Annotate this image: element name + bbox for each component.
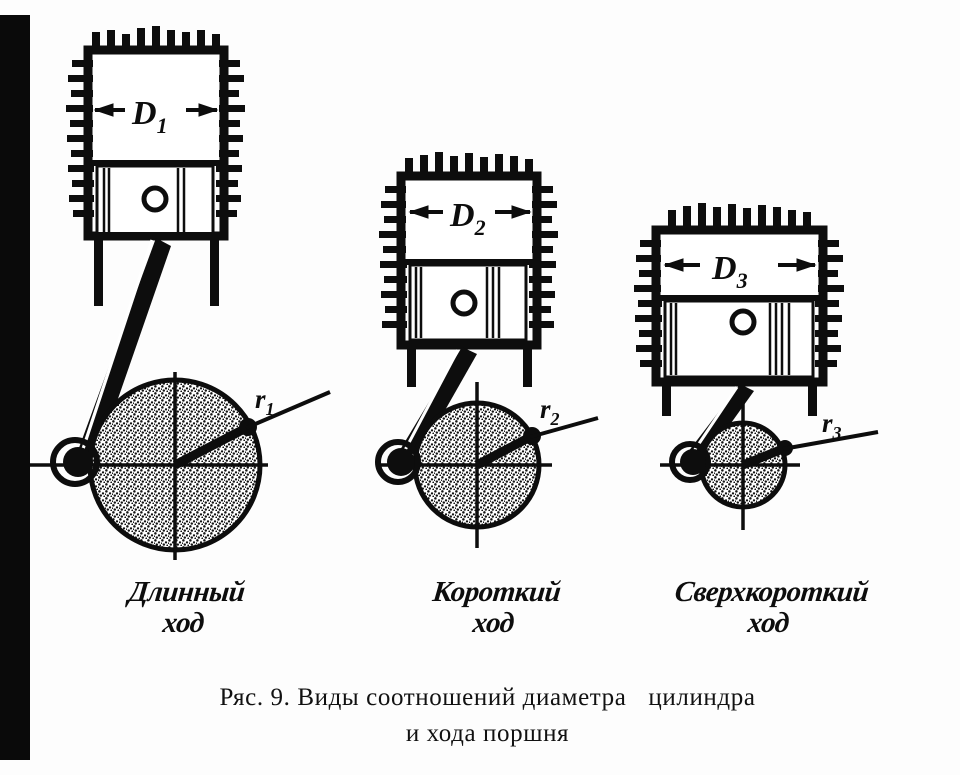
cylinder-head-top-fins-3 [668, 203, 811, 234]
cylinder-skirt-right-2 [523, 347, 532, 387]
cylinder-skirt-left-2 [407, 347, 416, 387]
connecting-rod-3 [688, 384, 754, 458]
assembly-caption-short-stroke: Короткий ход [367, 576, 623, 639]
crank-throw-1 [172, 423, 251, 469]
bore-dimension-2 [408, 205, 532, 219]
assembly-caption-long-stroke: Длинный ход [57, 576, 313, 639]
piston-rings-3 [669, 303, 791, 375]
radius-leader-2 [529, 416, 599, 439]
big-end-bearing-outer-2 [375, 439, 421, 485]
big-end-bearing-outer-1 [50, 437, 100, 487]
connecting-rod-1 [76, 238, 171, 462]
radius-label-3: r3 [822, 408, 842, 443]
assembly-caption-line1: Длинный [127, 576, 247, 608]
radius-leader-3 [782, 430, 879, 451]
connecting-rod-highlight-1 [78, 239, 154, 459]
assembly-caption-line2: ход [746, 606, 791, 639]
piston-rings-1 [102, 168, 186, 232]
assembly-caption-line2: ход [161, 606, 206, 639]
connecting-rod-highlight-3 [690, 386, 739, 455]
assembly-caption-line2: ход [471, 606, 516, 639]
bore-label-3: D3 [711, 250, 748, 293]
cylinder-skirt-left-3 [662, 384, 671, 416]
cylinder-wall-1 [83, 45, 229, 241]
cylinder-skirt-right-3 [808, 384, 817, 416]
cylinder-head-top-fins-2 [405, 152, 533, 180]
bore-dimension-1 [93, 103, 219, 117]
radius-label-2: r2 [540, 394, 560, 429]
wrist-pin-1 [141, 185, 169, 213]
bore-label-2: D2 [449, 197, 486, 240]
connecting-rod-highlight-2 [402, 349, 460, 453]
cylinder-skirt-right-1 [210, 238, 219, 306]
piston-rings-2 [414, 267, 501, 338]
wrist-pin-3 [729, 308, 757, 336]
connecting-rod-2 [400, 347, 477, 456]
big-end-bearing-1 [63, 447, 93, 477]
assembly-caption-ultra-short-stroke: Сверхкороткий ход [622, 576, 918, 639]
assembly-ultra-short-stroke: D3 r3 [634, 203, 879, 530]
radius-label-1: r1 [255, 384, 275, 419]
figure-caption-line1-a: Ряс. 9. Виды соотношений диаметра [219, 684, 627, 711]
wrist-pin-2 [450, 289, 478, 317]
assembly-caption-line1: Сверхкороткий [673, 576, 871, 608]
big-end-bearing-outer-3 [669, 441, 711, 483]
assembly-caption-line1: Короткий [431, 576, 563, 608]
combustion-chamber-2 [406, 181, 532, 259]
bore-dimension-3 [663, 258, 817, 272]
crank-throw-2 [474, 432, 535, 469]
cylinder-left-fins-2 [379, 186, 407, 328]
figure-caption: Ряс. 9. Виды соотношений диаметра цилиндр… [30, 680, 945, 753]
bore-label-1: D1 [131, 95, 168, 138]
cylinder-wall-2 [396, 171, 542, 350]
combustion-chamber-1 [93, 55, 219, 160]
cylinder-wall-3 [651, 225, 828, 387]
figure-caption-line1-b: цилиндра [648, 684, 756, 711]
cylinder-left-fins-3 [634, 240, 662, 367]
cylinder-skirt-left-1 [94, 238, 103, 306]
radius-leader-1 [245, 390, 331, 430]
figure-caption-line2: и хода поршня [405, 720, 570, 748]
big-end-bearing-2 [387, 448, 415, 476]
scan-edge-bar [0, 15, 30, 760]
big-end-bearing-3 [680, 449, 706, 475]
assembly-long-stroke: D1 r1 [30, 26, 331, 560]
cylinder-head-top-fins-1 [92, 26, 220, 54]
assembly-short-stroke: D2 r2 [375, 152, 599, 548]
